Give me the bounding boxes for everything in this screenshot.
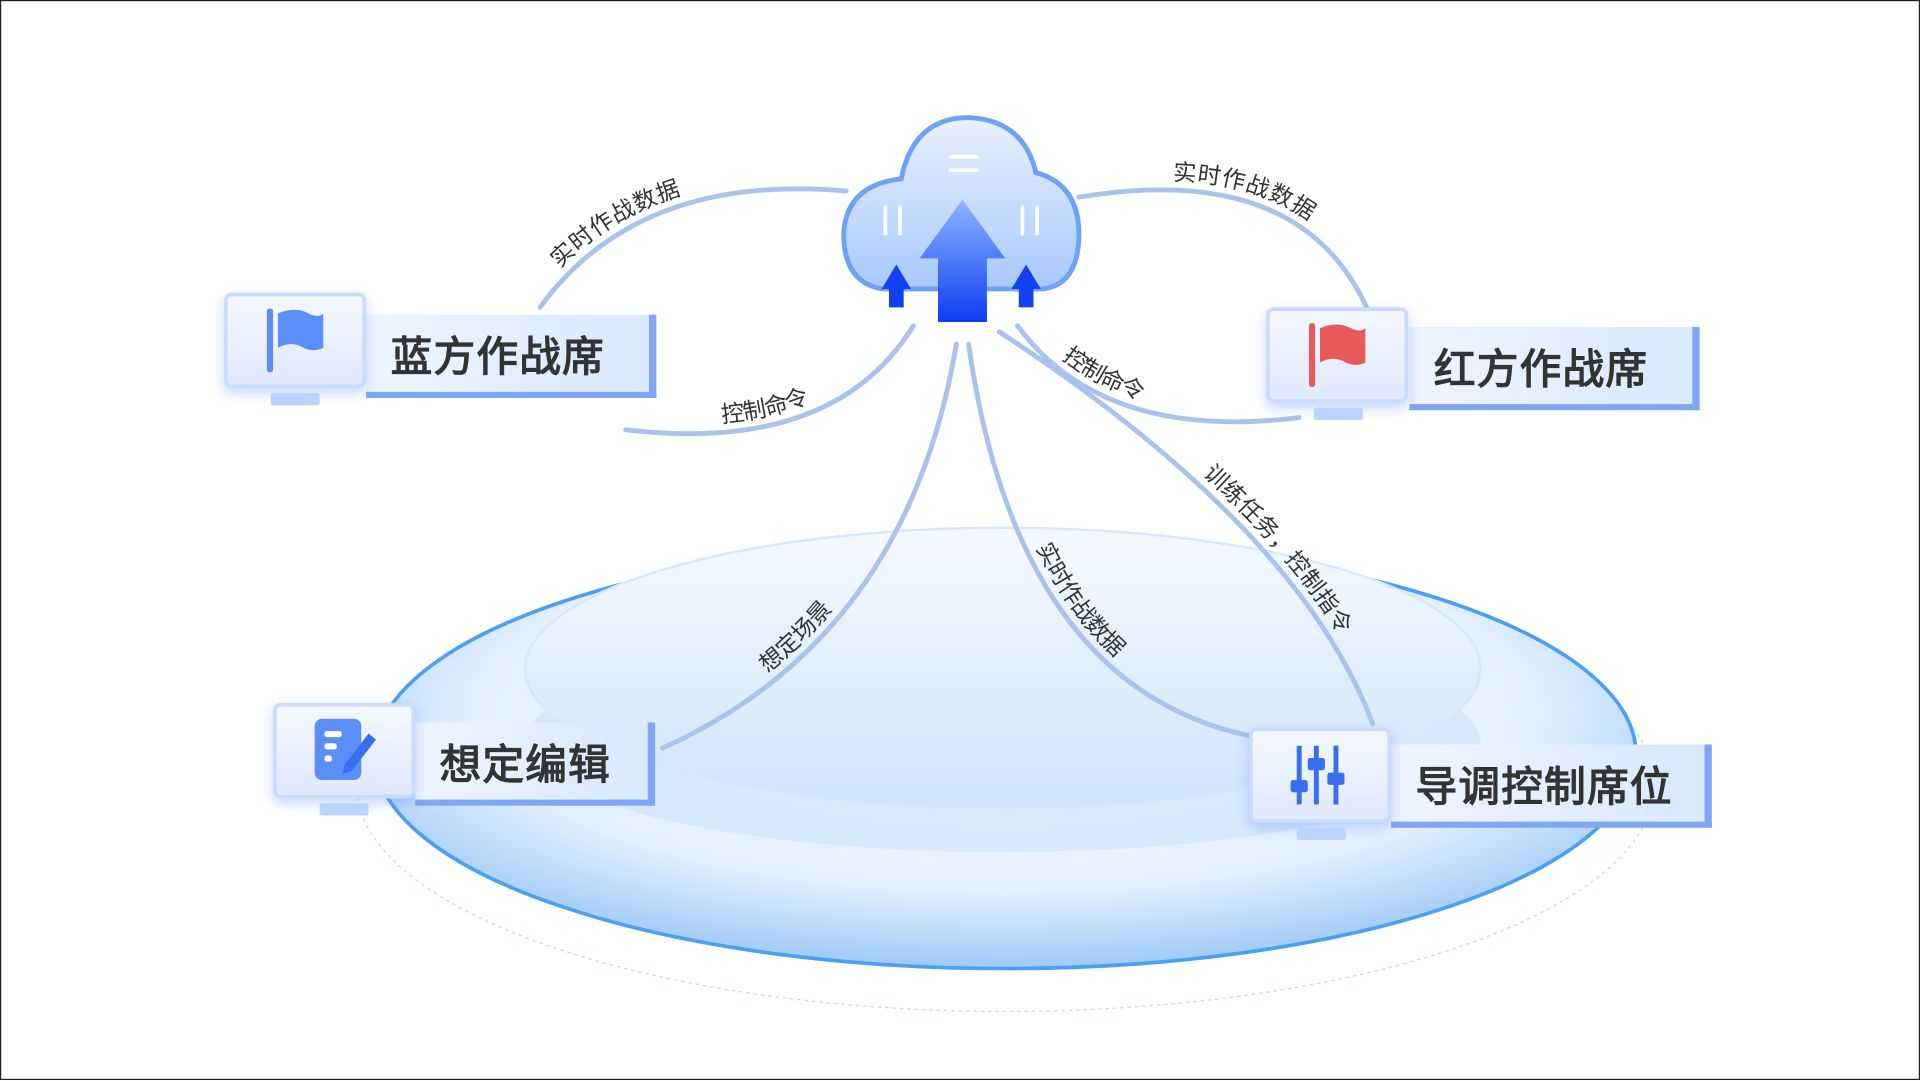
edge-label: 控制命令 [720,383,812,429]
edit-document-icon [273,702,416,799]
edge-line [1076,187,1369,310]
edge-label: 实时作战数据 [545,175,683,273]
platform [355,526,1655,1013]
node-label: 红方作战席 [1409,326,1700,411]
monitor-stand [319,803,369,816]
flag-icon [1266,307,1409,403]
monitor-stand [270,393,320,406]
edge-line [1015,323,1302,425]
edge-line [660,341,959,751]
flag-icon [224,292,367,389]
cloud-upload-icon [841,115,1082,323]
edge-line [996,329,1376,727]
edge-line [623,323,916,437]
edge-line [537,186,849,310]
edge-line [966,341,1253,739]
node-label: 蓝方作战席 [366,314,657,398]
monitor-stand [1313,407,1363,421]
node-label: 想定编辑 [415,722,656,806]
monitor-stand [1296,827,1346,841]
node-label: 导调控制席位 [1391,744,1712,828]
sliders-icon [1248,727,1392,823]
